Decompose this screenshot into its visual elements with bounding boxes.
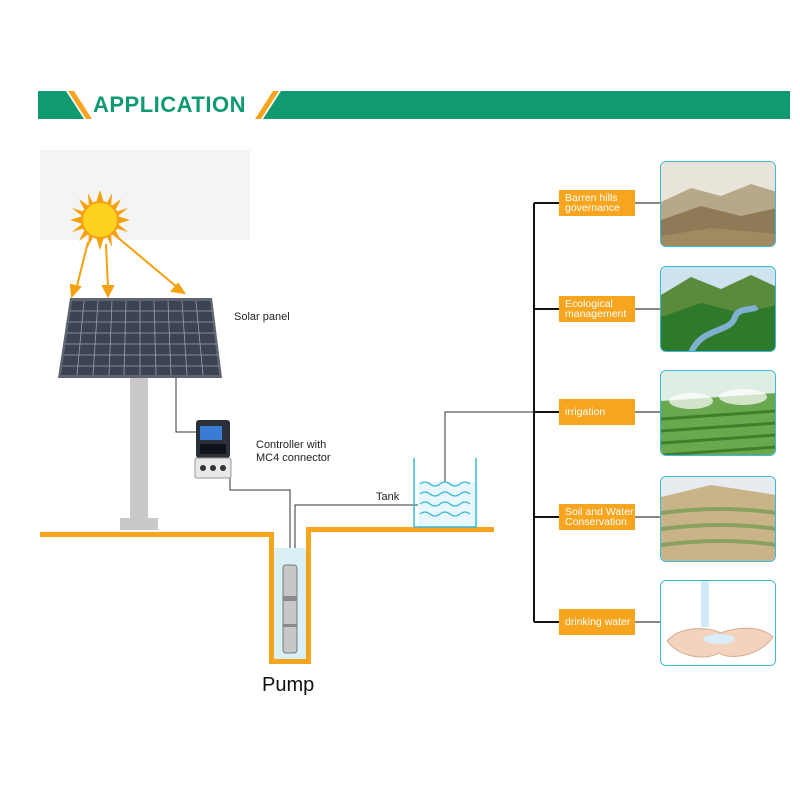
controller-label-line2: MC4 connector	[256, 452, 331, 464]
pole-base	[120, 518, 158, 530]
controller-icon	[194, 420, 232, 479]
barren-hills-photo	[660, 161, 776, 247]
tank-label: Tank	[376, 491, 400, 503]
sunlight-arrows	[69, 235, 187, 299]
controller-label-line1: Controller with	[256, 439, 327, 451]
distribution-lines	[533, 202, 660, 623]
solar-panel-label: Solar panel	[234, 311, 290, 323]
ground-and-well	[40, 527, 494, 664]
tank-icon	[413, 458, 478, 528]
sprinkler-field-photo	[660, 370, 776, 456]
hands-water-photo	[660, 580, 776, 666]
application-tag-irrigation: irrigation	[559, 399, 635, 425]
terraced-hill-photo	[660, 476, 776, 562]
sun-icon	[70, 190, 130, 250]
solar-panel-icon	[58, 298, 222, 378]
header-banner	[38, 91, 790, 119]
wires	[175, 378, 534, 648]
pump-label: Pump	[262, 674, 315, 696]
pump-icon	[282, 564, 298, 654]
page-title: APPLICATION	[93, 92, 246, 117]
application-tag-drinking-water: drinking water	[559, 609, 635, 635]
panel-pole	[130, 378, 148, 518]
green-valley-photo	[660, 266, 776, 352]
